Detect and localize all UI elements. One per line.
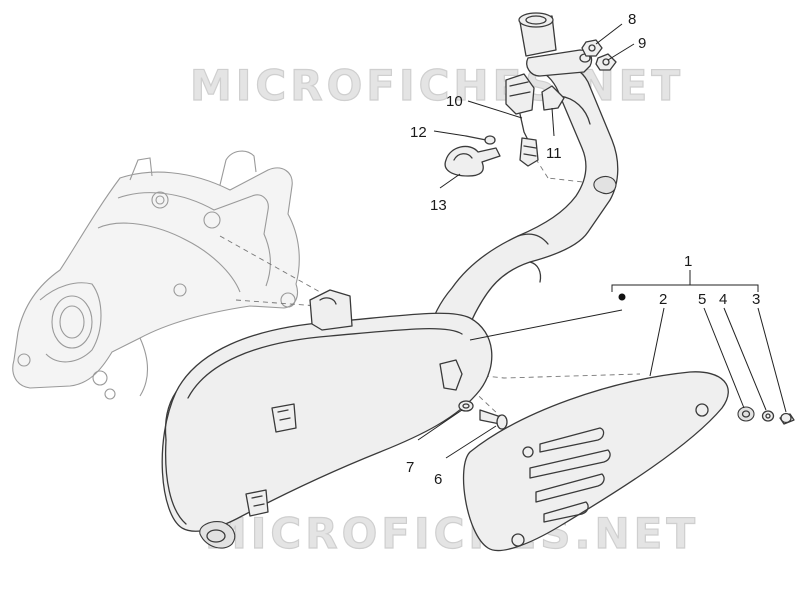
callout-13: 13 [430,197,447,214]
lambda-sensor-part-10 [505,73,539,167]
heat-shield [463,371,729,552]
washer-part-7 [458,400,474,412]
washer-part-4 [761,410,775,422]
leader-lines [417,23,787,459]
callout-9: 9 [638,35,646,52]
callout-labels: 1 2 3 4 5 6 7 8 9 10 11 12 13 [406,11,760,488]
engine-bracket-ghost [12,150,300,400]
callout-5: 5 [698,291,706,308]
exhaust-flange [518,12,593,77]
callout-1: 1 [684,253,692,270]
callout-11: 11 [546,145,562,162]
filled-dot-icon [618,293,626,301]
callout-6: 6 [434,471,442,488]
muffler-body [161,289,493,549]
callout-10: 10 [446,93,463,110]
callout-4: 4 [719,291,727,308]
callout-7: 7 [406,459,414,476]
bushing-part-5 [737,406,755,422]
callout-12: 12 [410,124,427,141]
hardware-parts [444,39,795,430]
clamp-part-13 [444,145,501,177]
callout-8: 8 [628,11,636,28]
callout-3: 3 [752,291,760,308]
callout-2: 2 [659,291,667,308]
watermark-bottom: MICROFICHES.NET [205,509,699,558]
screw-part-12 [465,135,487,141]
nut-part-8 [581,39,603,57]
clip-part-11 [541,85,565,111]
